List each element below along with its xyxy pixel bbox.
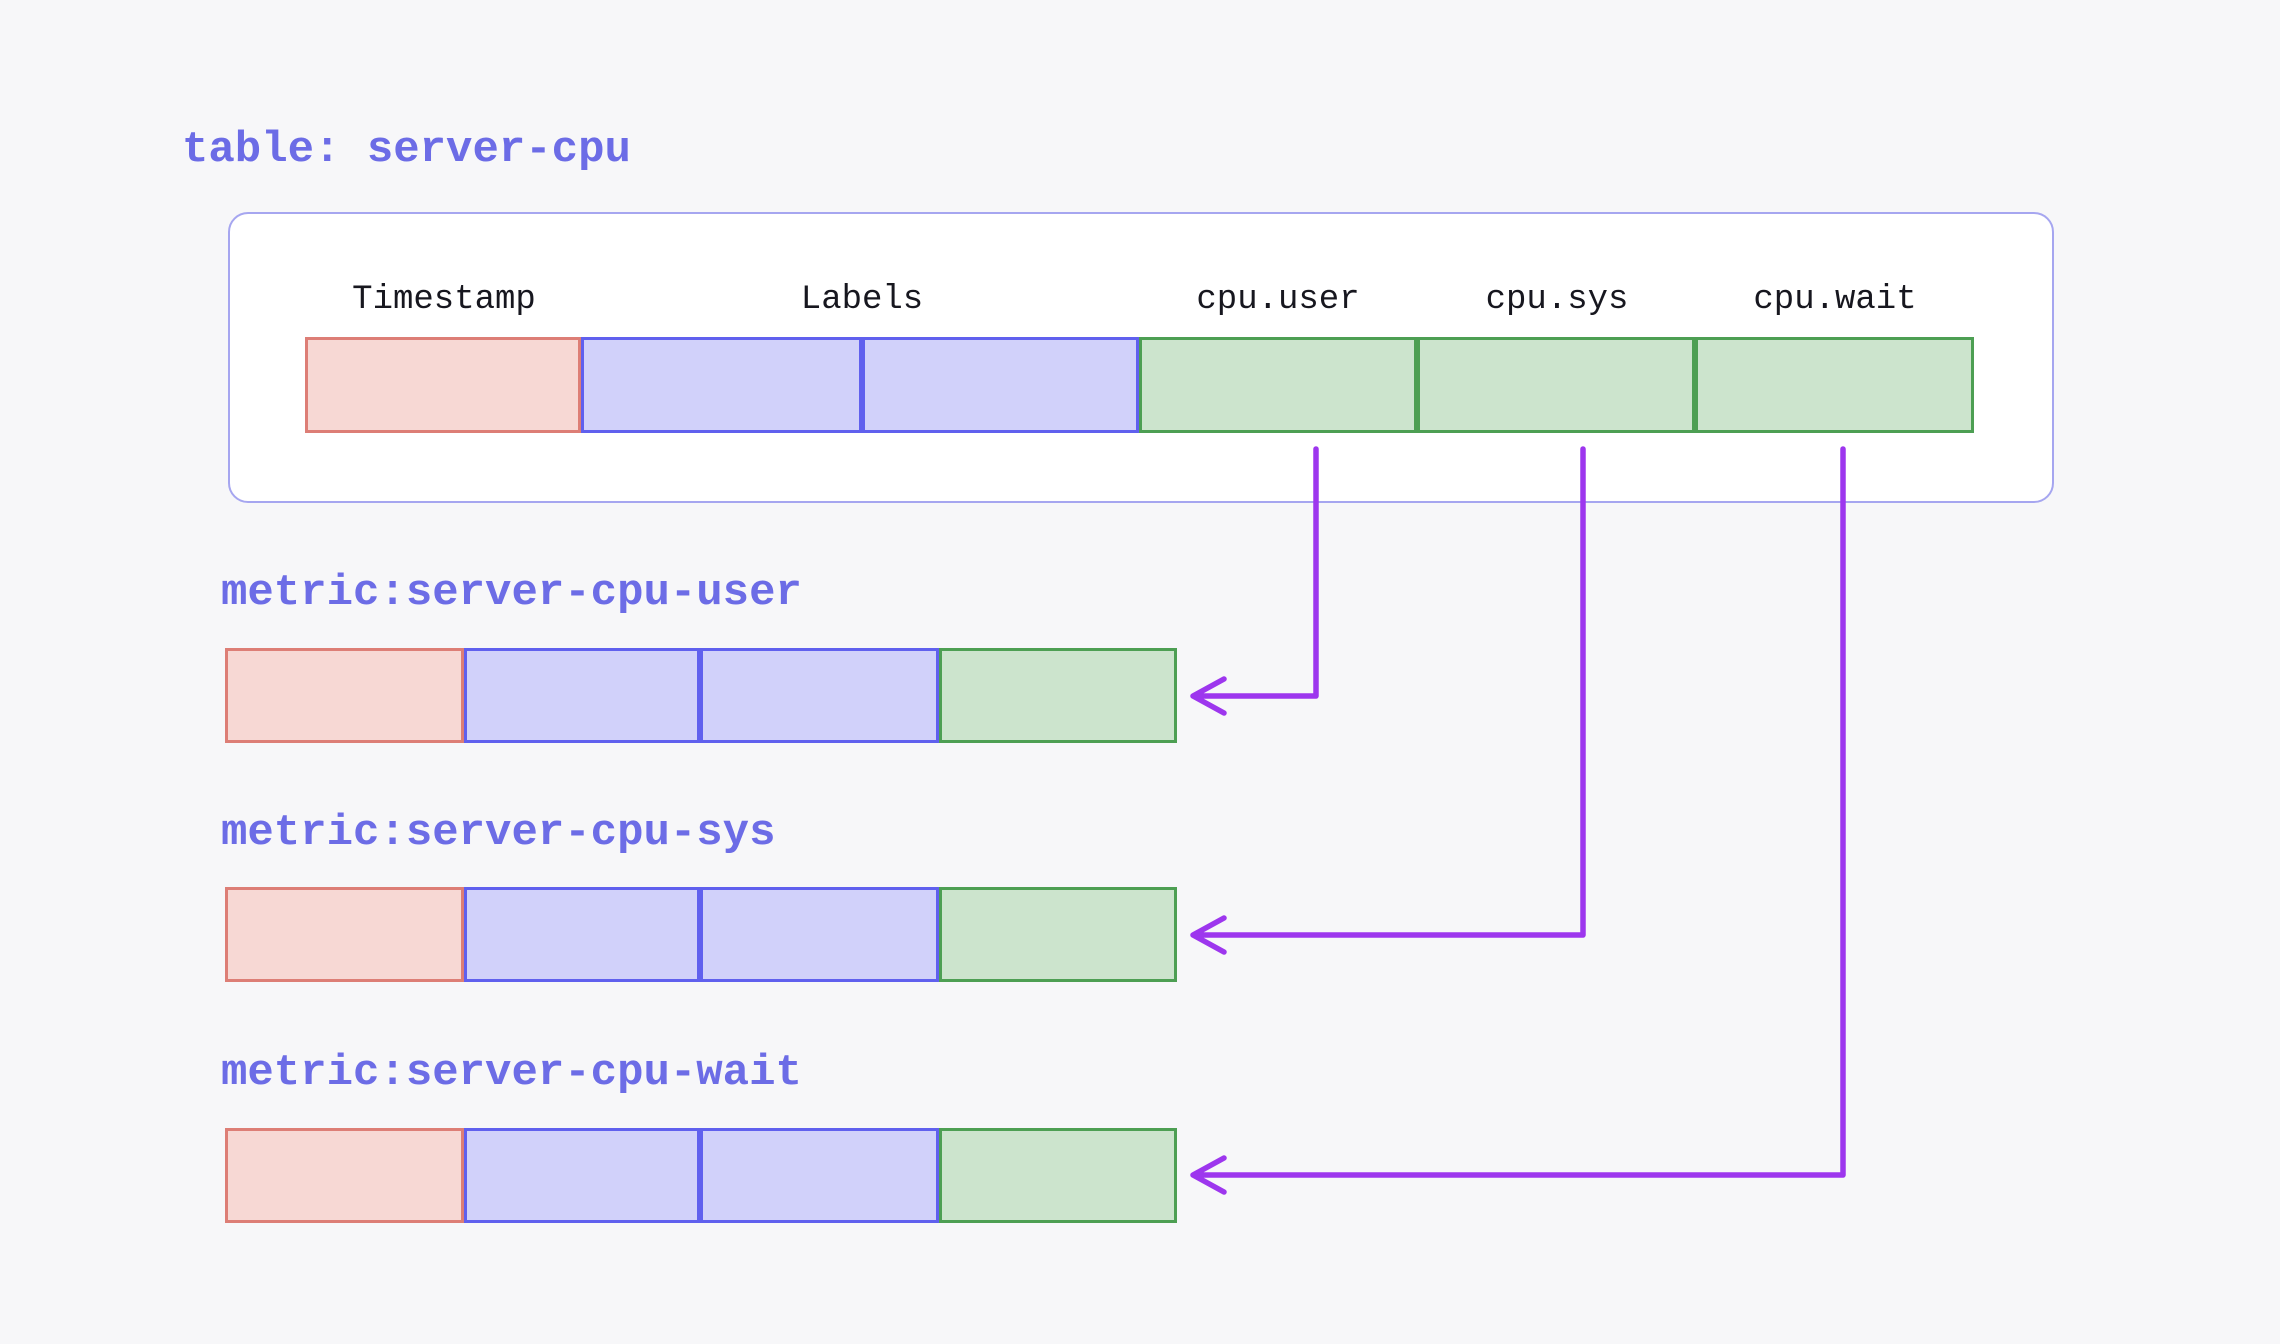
column-header-labels: Labels — [800, 281, 924, 319]
arrow-cpu-sys-to-metric — [1190, 446, 1586, 955]
column-header-timestamp: Timestamp — [352, 281, 536, 319]
metric-sys-labels-cell-2 — [700, 887, 939, 982]
column-header-cpu-wait: cpu.wait — [1753, 281, 1917, 319]
metric-user-value-cell — [939, 648, 1177, 743]
metric-wait-timestamp-cell — [225, 1128, 464, 1223]
metric-label-sys: metric:server-cpu-sys — [221, 808, 776, 858]
metric-user-labels-cell-1 — [464, 648, 700, 743]
metric-user-labels-cell-2 — [700, 648, 939, 743]
metric-label-user: metric:server-cpu-user — [221, 568, 802, 618]
metric-wait-labels-cell-1 — [464, 1128, 700, 1223]
metric-wait-labels-cell-2 — [700, 1128, 939, 1223]
table-labels-cell-2 — [862, 337, 1139, 433]
metric-wait-value-cell — [939, 1128, 1177, 1223]
metric-user-timestamp-cell — [225, 648, 464, 743]
table-labels-cell-1 — [581, 337, 862, 433]
table-timestamp-cell — [305, 337, 581, 433]
column-header-cpu-user: cpu.user — [1196, 281, 1360, 319]
metric-sys-value-cell — [939, 887, 1177, 982]
table-value-cell-cpu-sys — [1417, 337, 1695, 433]
metric-sys-timestamp-cell — [225, 887, 464, 982]
table-value-cell-cpu-wait — [1695, 337, 1974, 433]
arrow-cpu-wait-to-metric — [1190, 446, 1846, 1195]
table-title: table: server-cpu — [182, 125, 631, 175]
column-header-cpu-sys: cpu.sys — [1485, 281, 1629, 319]
table-value-cell-cpu-user — [1139, 337, 1417, 433]
metric-sys-labels-cell-1 — [464, 887, 700, 982]
metric-label-wait: metric:server-cpu-wait — [221, 1048, 802, 1098]
